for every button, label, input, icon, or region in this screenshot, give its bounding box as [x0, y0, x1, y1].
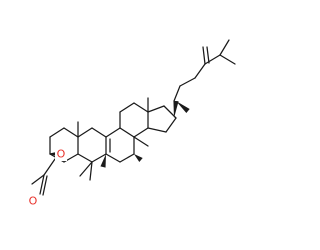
bond-side-chain: [194, 63, 206, 79]
bond-carbonyl-double: [42, 175, 48, 196]
bond-methyl: [79, 161, 93, 177]
carbonyl-oxygen-label: O: [29, 195, 38, 208]
bond-methyl: [133, 136, 149, 147]
bond-acetyl-methyl: [31, 174, 45, 185]
bond-ring-e: [165, 117, 177, 133]
carbonyl-oxygen-mask: [27, 195, 39, 208]
bond-ring-d: [119, 102, 135, 113]
bond-side-chain: [173, 85, 181, 102]
bond-carbonyl: [39, 174, 45, 195]
bond-ring-a: [49, 127, 65, 138]
stereo-wedge-c14: [134, 154, 143, 162]
bond-layer: [31, 39, 236, 196]
bond-ring-b: [91, 153, 107, 163]
bond-side-chain: [179, 77, 196, 87]
ester-oxygen-label: O: [57, 148, 66, 161]
bond-methylene-double: [206, 46, 210, 64]
bond-methylene: [202, 46, 206, 65]
bond-ring-b: [91, 127, 107, 138]
molecule-structure-diagram: O O: [27, 39, 236, 208]
bond-ring-b: [77, 153, 93, 163]
bond-ring-c: [105, 127, 121, 138]
bond-side-chain: [219, 54, 236, 65]
bond-methyl: [89, 161, 93, 181]
ester-oxygen-mask: [55, 148, 67, 161]
bond-ring-e: [147, 127, 167, 133]
bond-ring-d: [133, 102, 149, 113]
bond-ring-e: [147, 105, 165, 113]
bond-ring-c: [119, 153, 135, 163]
bond-side-chain: [219, 39, 230, 56]
bond-acetate: [43, 158, 56, 176]
bond-side-chain: [204, 54, 221, 65]
bond-ring-c: [119, 127, 135, 138]
bond-ring-a: [63, 127, 79, 138]
bond-ring-b: [77, 127, 93, 138]
stereo-wedge-c20: [173, 100, 179, 118]
bond-ring-c: [105, 153, 121, 163]
stereo-wedge-c21: [176, 101, 190, 113]
stereo-wedge-c5: [100, 154, 106, 168]
bond-ring-d: [133, 127, 149, 138]
